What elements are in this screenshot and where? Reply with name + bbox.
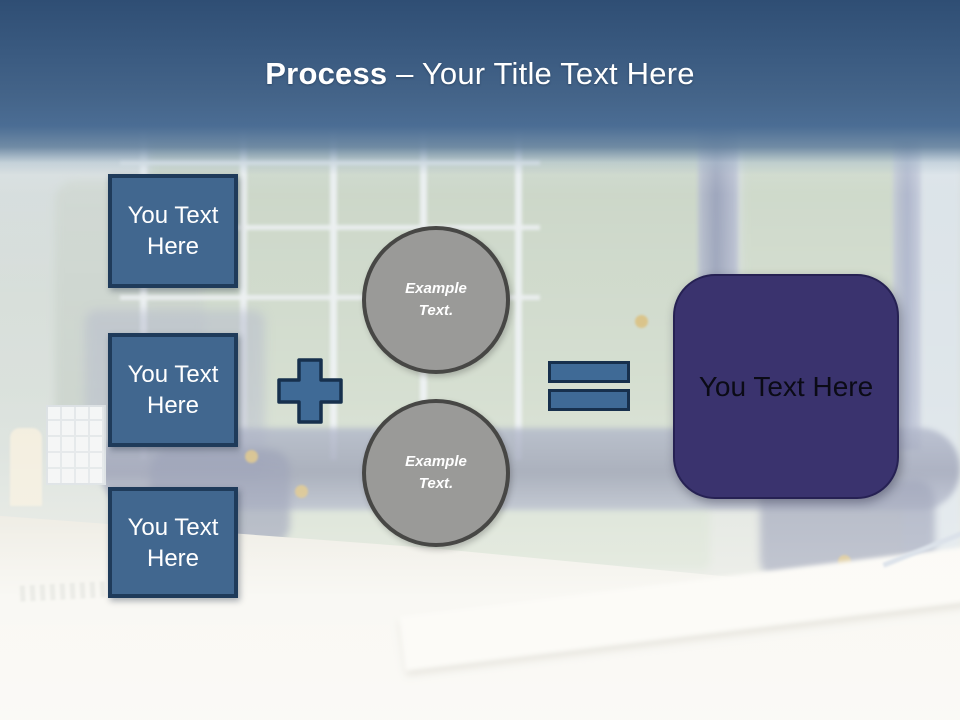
input-box-1-label: You Text Here <box>127 202 219 260</box>
input-box-2-label: You Text Here <box>127 361 219 419</box>
example-circle-2-label: Example Text. <box>405 453 467 492</box>
equals-bar-bottom <box>548 389 630 411</box>
plus-icon[interactable] <box>277 358 343 424</box>
equals-bar-top <box>548 361 630 383</box>
example-circle-1[interactable]: Example Text. <box>362 226 510 374</box>
equals-icon[interactable] <box>548 361 630 411</box>
example-circle-2[interactable]: Example Text. <box>362 399 510 547</box>
input-box-3-label: You Text Here <box>127 513 219 572</box>
example-circle-1-label: Example Text. <box>405 280 467 319</box>
result-box[interactable]: You Text Here <box>673 274 899 499</box>
input-box-3[interactable]: You Text Here <box>108 487 238 598</box>
input-box-2[interactable]: You Text Here <box>108 333 238 447</box>
input-box-1[interactable]: You Text Here <box>108 174 238 288</box>
result-box-label: You Text Here <box>698 370 874 402</box>
